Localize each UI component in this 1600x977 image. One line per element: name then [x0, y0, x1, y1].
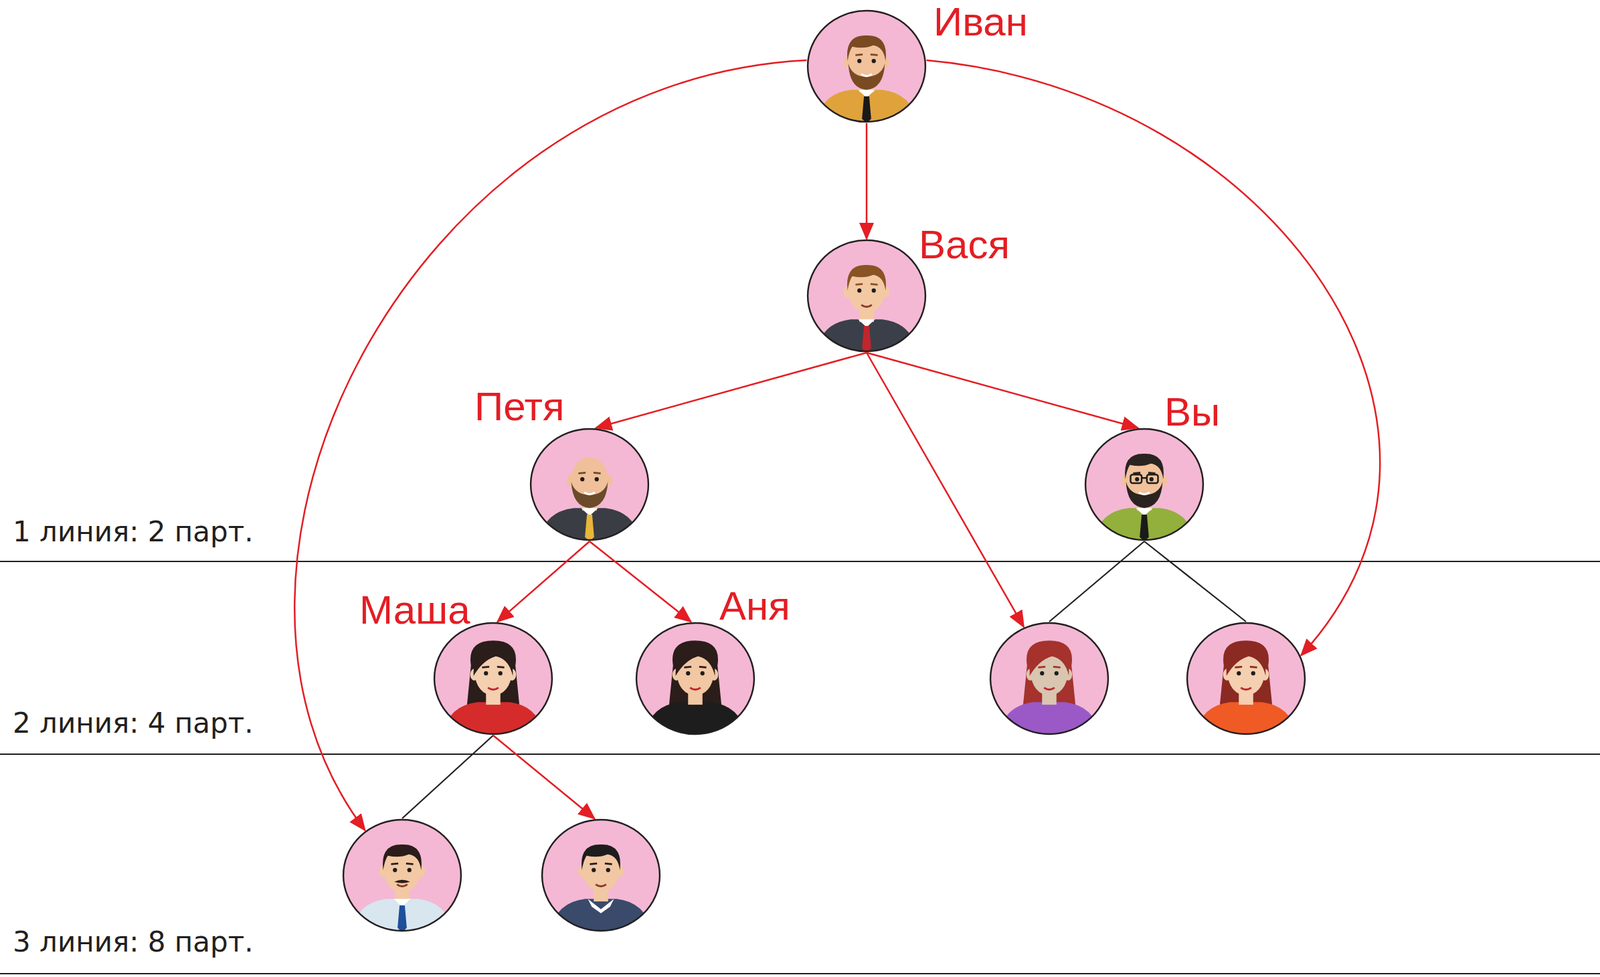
avatar: [550, 844, 652, 938]
person-circle: [540, 818, 662, 933]
line-label: 1 линия: 2 парт.: [10, 516, 256, 548]
avatar: [1093, 453, 1196, 547]
referral-arrow: [493, 735, 595, 819]
person-name: Аня: [719, 586, 791, 627]
avatar-picture: [529, 427, 650, 542]
person-name: Петя: [474, 386, 565, 427]
line-label: 3 линия: 8 парт.: [10, 926, 256, 958]
avatar-outline: [1187, 623, 1305, 735]
avatar-picture: [989, 621, 1110, 736]
separator-line: [0, 972, 1600, 975]
referral-arrow: [589, 541, 692, 622]
avatar-picture: [635, 621, 756, 736]
avatar: [351, 844, 454, 938]
avatar-picture: [432, 621, 554, 736]
referral-arrow: [595, 352, 867, 428]
avatar-picture: [1185, 621, 1307, 736]
avatar: [538, 457, 641, 547]
person-name: Иван: [933, 2, 1028, 43]
line-label: 2 линия: 4 парт.: [10, 707, 256, 739]
person-circle: Петя: [529, 427, 650, 542]
referral-arrow: [866, 352, 1024, 628]
person-name: Вы: [1164, 392, 1220, 433]
referral-arrow: [294, 60, 807, 831]
referral-arrow: [926, 60, 1381, 656]
avatar-outline: [807, 240, 926, 352]
structure-line: [1144, 541, 1247, 622]
separator-line: [0, 753, 1600, 755]
person-circle: [341, 818, 463, 933]
referral-arrow: [497, 541, 590, 622]
avatar-outline: [542, 819, 660, 931]
avatar: [815, 35, 918, 129]
avatar-picture: [341, 818, 463, 933]
person-circle: [1185, 621, 1307, 736]
referral-arrow: [866, 352, 1139, 428]
avatar-outline: [1085, 428, 1204, 541]
avatar: [1195, 640, 1297, 741]
person-circle: Маша: [432, 621, 554, 736]
person-circle: Иван: [806, 9, 927, 124]
person-circle: Аня: [635, 621, 756, 736]
avatar-outline: [434, 623, 553, 735]
avatar-picture: [1084, 427, 1205, 542]
avatar-picture: [806, 9, 927, 124]
avatar: [815, 264, 918, 359]
avatar: [442, 640, 545, 741]
person-circle: Вася: [806, 238, 927, 353]
person-name: Вася: [918, 224, 1010, 265]
avatar-outline: [343, 819, 462, 931]
avatar-outline: [530, 428, 649, 541]
separator-line: [0, 560, 1600, 563]
avatar: [998, 640, 1101, 741]
avatar-outline: [807, 10, 926, 122]
referral-arrow: [865, 123, 868, 239]
structure-line: [402, 735, 494, 819]
avatar-picture: [806, 238, 927, 353]
avatar-outline: [636, 623, 755, 735]
structure-line: [1049, 541, 1145, 622]
person-name: Маша: [359, 590, 471, 631]
avatar-picture: [540, 818, 662, 933]
person-circle: Вы: [1084, 427, 1205, 542]
avatar: [644, 640, 747, 741]
person-circle: [989, 621, 1110, 736]
avatar-outline: [990, 623, 1109, 735]
